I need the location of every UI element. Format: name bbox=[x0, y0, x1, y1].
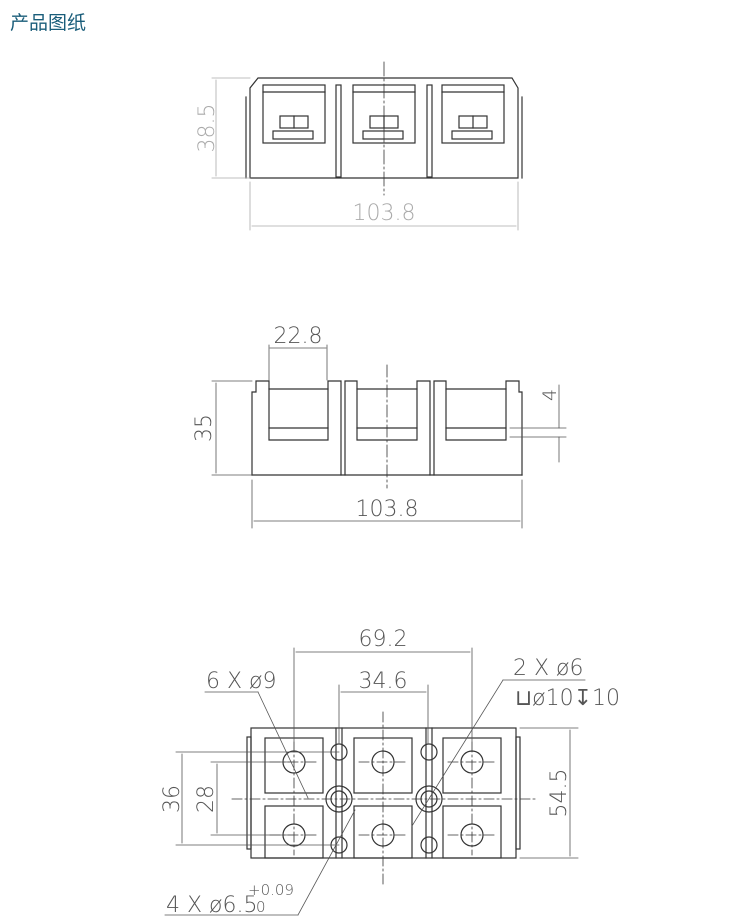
side-width-label: 103.8 bbox=[356, 497, 419, 522]
top-span-inner-label: 34.6 bbox=[359, 669, 408, 694]
top-span-outer-label: 69.2 bbox=[359, 627, 408, 652]
small-holes-callout: 4 X ø6.5 bbox=[166, 893, 258, 918]
front-height-label: 38.5 bbox=[195, 104, 220, 153]
side-slot-width-label: 22.8 bbox=[274, 324, 323, 349]
page-title: 产品图纸 bbox=[10, 12, 87, 34]
tolerance-upper: +0.09 bbox=[248, 881, 294, 899]
front-view bbox=[245, 61, 523, 196]
front-width-label: 103.8 bbox=[353, 201, 416, 226]
side-view bbox=[251, 364, 523, 489]
tolerance-lower: 0 bbox=[256, 898, 266, 916]
top-view bbox=[231, 711, 537, 886]
large-holes-callout: 6 X ø9 bbox=[206, 669, 277, 694]
side-step-label: 4 bbox=[539, 389, 561, 401]
side-height-label: 35 bbox=[192, 414, 217, 442]
top-dimensions bbox=[164, 647, 586, 916]
counterbore-spec: ⊔ø10↧10 bbox=[515, 686, 620, 711]
front-dimensions bbox=[211, 77, 519, 231]
top-pitch-inner-label: 28 bbox=[194, 785, 219, 813]
side-dimensions bbox=[211, 344, 567, 529]
top-pitch-outer-label: 36 bbox=[160, 785, 185, 813]
counterbore-holes-callout: 2 X ø6 bbox=[513, 656, 584, 681]
top-depth-label: 54.5 bbox=[547, 769, 572, 818]
